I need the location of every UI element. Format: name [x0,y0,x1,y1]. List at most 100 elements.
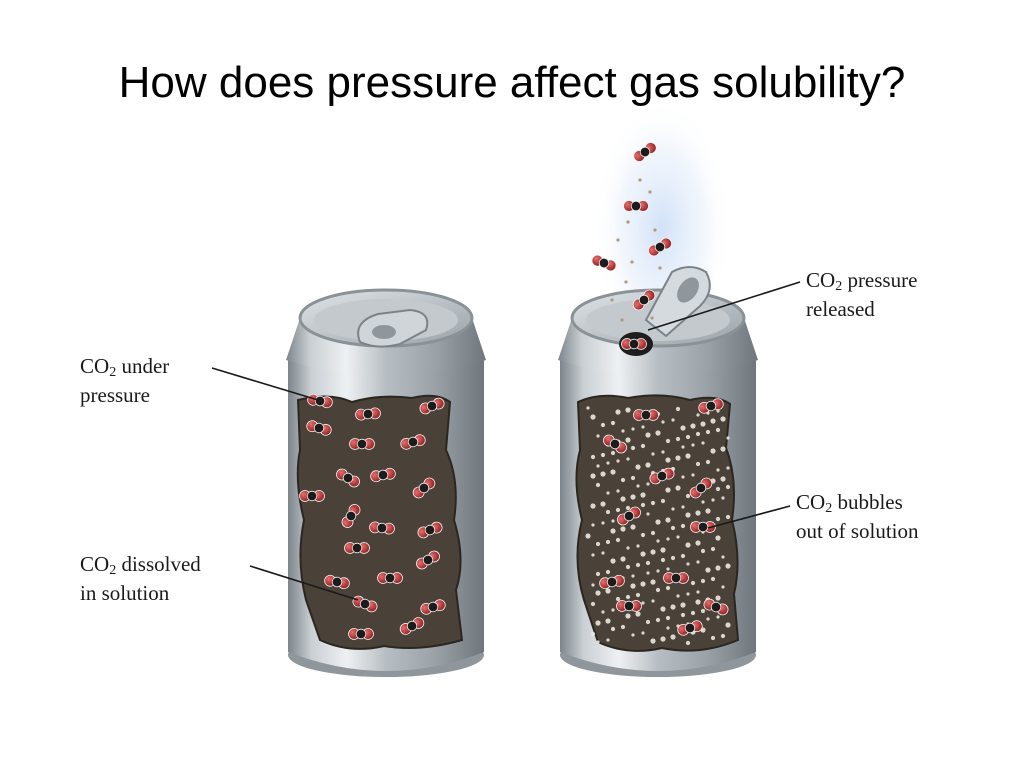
gas-bubble-icon [636,544,640,548]
gas-bubble-icon [716,468,720,472]
gas-bubble-icon [625,437,631,443]
gas-bubble-icon [626,457,630,461]
gas-bubble-icon [675,455,681,461]
gas-bubble-icon [630,524,636,530]
gas-bubble-icon [616,489,620,493]
label-co2-bubbles: CO2 bubbles out of solution [796,490,919,543]
gas-bubble-icon [626,546,630,550]
leader-under-pressure [211,367,319,401]
co2-molecule-icon [416,550,440,570]
gas-bubble-icon [680,602,686,608]
gas-bubble-icon [590,601,596,607]
gas-bubble-icon [670,634,676,640]
gas-bubble-icon [626,220,630,224]
gas-bubble-icon [595,541,601,547]
gas-bubble-icon [655,587,661,593]
gas-bubble-icon [665,487,671,493]
gas-bubble-icon [691,443,695,447]
gas-bubble-icon [661,450,665,454]
gas-bubble-icon [615,409,621,415]
gas-bubble-icon [585,533,591,539]
gas-bubble-icon [610,528,616,534]
gas-bubble-icon [620,624,626,630]
co2-molecule-icon [299,490,325,502]
gas-bubble-icon [635,592,641,598]
co2-molecule-icon [623,200,649,212]
gas-bubble-icon [636,484,640,488]
gas-bubble-icon [595,482,601,488]
co2-molecule-icon [306,420,332,436]
gas-bubble-icon [595,620,601,626]
gas-bubble-icon [690,610,696,616]
gas-bubble-icon [665,438,671,444]
gas-bubble-icon [696,413,700,417]
gas-bubble-icon [615,537,621,543]
gas-bubble-icon [650,579,656,585]
gas-bubble-icon [610,298,614,302]
gas-bubble-icon [690,580,696,586]
gas-bubble-icon [650,530,656,536]
leader-bubbles [707,505,791,529]
label-co2-under-pressure: CO2 under pressure [80,354,170,407]
gas-bubble-icon [586,406,590,410]
co2-molecule-icon [399,617,425,635]
gas-bubble-icon [700,421,706,427]
gas-bubble-icon [701,500,705,504]
open-can [558,98,758,677]
gas-bubble-icon [705,429,711,435]
gas-bubble-icon [691,473,695,477]
gas-bubble-icon [625,564,631,570]
gas-bubble-icon [600,471,606,477]
gas-bubble-icon [630,583,636,589]
gas-bubble-icon [675,485,681,491]
gas-bubble-icon [653,228,657,232]
gas-bubble-icon [610,626,616,632]
gas-bubble-icon [685,512,691,518]
gas-bubble-icon [665,585,671,591]
gas-bubble-icon [666,537,670,541]
gas-bubble-icon [720,416,726,422]
gas-bubble-icon [596,434,600,438]
gas-bubble-icon [631,427,635,431]
co2-molecule-icon [349,438,375,450]
co2-molecule-icon [599,574,625,590]
gas-bubble-icon [685,542,691,548]
co2-molecule-icon [324,574,350,590]
gas-bubble-icon [651,452,655,456]
gas-bubble-icon [611,608,615,612]
gas-bubble-icon [705,508,711,514]
gas-bubble-icon [676,535,680,539]
gas-bubble-icon [650,638,656,644]
gas-bubble-icon [725,622,731,628]
co2-molecule-icon [369,521,395,535]
gas-bubble-icon [716,409,720,413]
gas-bubble-icon [720,446,726,452]
gas-bubble-icon [695,461,701,467]
gas-bubble-icon [610,558,616,564]
gas-bubble-icon [620,477,626,483]
gas-bubble-icon [686,562,690,566]
gas-bubble-icon [681,445,685,449]
gas-bubble-icon [625,594,631,600]
gas-bubble-icon [696,560,700,564]
gas-bubble-icon [611,519,615,523]
gas-bubble-icon [675,406,681,412]
gas-bubble-icon [670,604,676,610]
gas-bubble-icon [670,525,676,531]
gas-bubble-icon [630,475,636,481]
gas-bubble-icon [591,523,595,527]
gas-bubble-icon [635,562,641,568]
gas-bubble-icon [705,459,711,465]
gas-bubble-icon [645,619,651,625]
co2-molecule-icon [633,409,659,421]
co2-molecule-icon [632,289,656,311]
gas-bubble-icon [646,482,650,486]
co2-molecule-icon [341,504,361,528]
gas-bubble-icon [686,592,690,596]
gas-bubble-icon [650,316,654,320]
gas-bubble-icon [710,635,716,641]
gas-bubble-icon [715,427,721,433]
gas-bubble-icon [596,640,600,644]
co2-molecule-icon [420,599,446,615]
